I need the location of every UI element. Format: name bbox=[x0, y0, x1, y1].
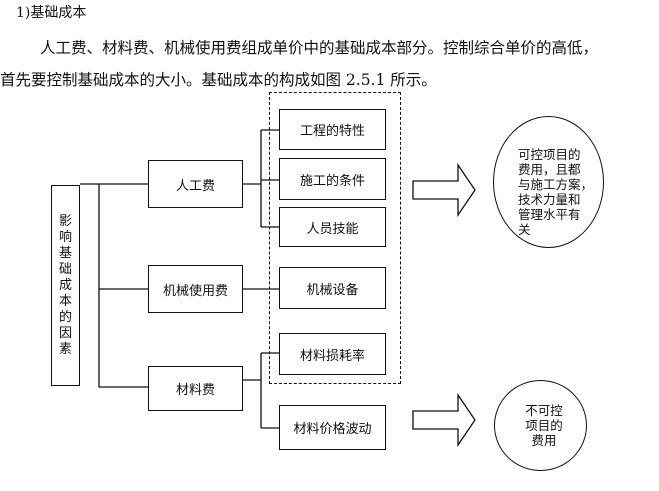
uncontrollable-line: 费用 bbox=[531, 433, 557, 448]
root-node-label: 影响基础成本的因素 bbox=[58, 213, 72, 357]
factor-material-loss-rate: 材料损耗率 bbox=[279, 333, 386, 375]
factor-machinery-equipment-label: 机械设备 bbox=[306, 282, 359, 298]
paragraph-line-1: 人工费、材料费、机械使用费组成单价中的基础成本部分。控制综合单价的高低， bbox=[40, 39, 599, 57]
controllable-line: 管理水平有 bbox=[518, 207, 581, 222]
node-material-cost-label: 材料费 bbox=[175, 383, 215, 398]
factor-construction-conditions: 施工的条件 bbox=[279, 158, 386, 200]
paragraph-line-2: 首先要控制基础成本的大小。基础成本的构成如图 2.5.1 所示。 bbox=[0, 71, 437, 89]
uncontrollable-line: 项目的 bbox=[525, 418, 563, 433]
node-labor-cost-label: 人工费 bbox=[175, 178, 215, 194]
factor-material-loss-rate-label: 材料损耗率 bbox=[299, 348, 365, 364]
factor-material-price-fluctuation: 材料价格波动 bbox=[279, 405, 386, 450]
node-machinery-cost-label: 机械使用费 bbox=[162, 283, 228, 299]
factor-staff-skills-label: 人员技能 bbox=[306, 221, 359, 237]
factor-machinery-equipment: 机械设备 bbox=[279, 267, 386, 309]
section-heading: 1)基础成本 bbox=[16, 5, 87, 21]
factor-staff-skills: 人员技能 bbox=[279, 207, 386, 247]
controllable-line: 与施工方案， bbox=[518, 177, 594, 192]
root-node-factors: 影响基础成本的因素 bbox=[51, 185, 80, 386]
factor-material-price-fluctuation-label: 材料价格波动 bbox=[293, 422, 372, 437]
uncontrollable-cost-text: 不可控 项目的 费用 bbox=[519, 403, 569, 448]
controllable-line: 关 bbox=[518, 222, 531, 237]
factor-construction-conditions-label: 施工的条件 bbox=[299, 173, 365, 189]
controllable-line: 技术力量和 bbox=[518, 192, 581, 207]
arrow-to-controllable bbox=[412, 162, 476, 218]
arrow-to-uncontrollable bbox=[412, 392, 476, 448]
factor-project-features: 工程的特性 bbox=[279, 109, 386, 150]
controllable-line: 可控项目的 bbox=[518, 147, 581, 162]
node-machinery-cost: 机械使用费 bbox=[148, 265, 243, 313]
controllable-line: 费用，且都 bbox=[518, 162, 581, 177]
node-material-cost: 材料费 bbox=[148, 366, 243, 411]
uncontrollable-cost-ellipse bbox=[494, 380, 587, 471]
controllable-cost-ellipse bbox=[493, 116, 604, 248]
node-labor-cost: 人工费 bbox=[148, 160, 243, 208]
factor-project-features-label: 工程的特性 bbox=[299, 124, 365, 139]
uncontrollable-line: 不可控 bbox=[525, 403, 563, 418]
controllable-cost-text: 可控项目的 费用，且都 与施工方案， 技术力量和 管理水平有 关 bbox=[518, 147, 598, 237]
body-paragraph: 人工费、材料费、机械使用费组成单价中的基础成本部分。控制综合单价的高低， 首先要… bbox=[0, 32, 659, 96]
controllable-factors-group bbox=[269, 92, 401, 384]
